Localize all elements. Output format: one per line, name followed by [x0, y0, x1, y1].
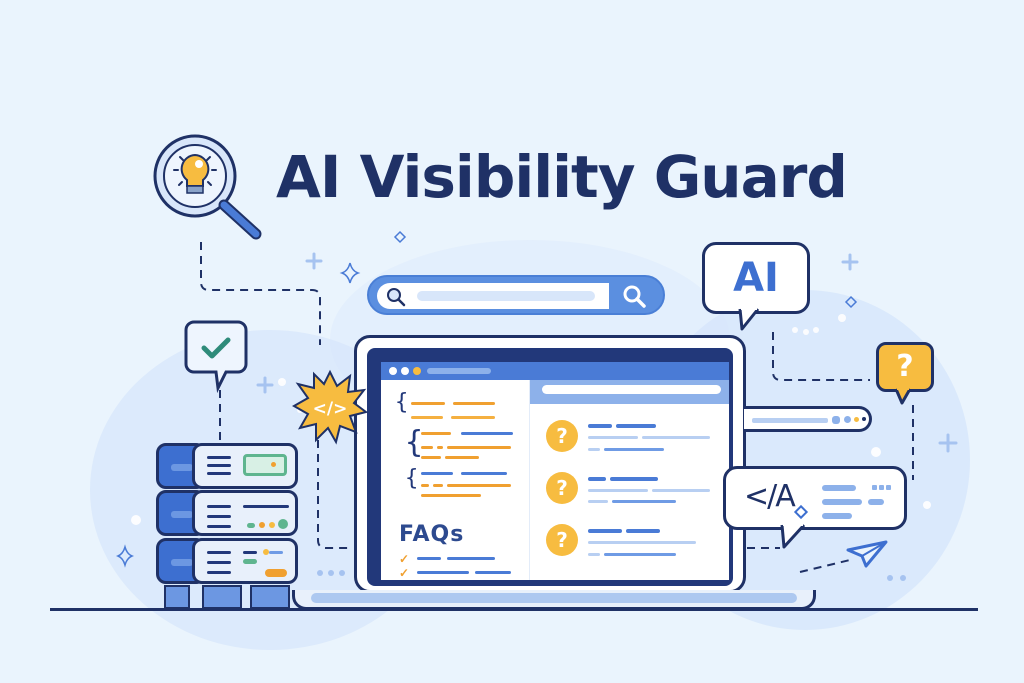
question-icon: ?	[546, 472, 578, 504]
brace-3: {	[405, 466, 419, 491]
search-bar[interactable]	[367, 275, 665, 315]
question-bubble: ?	[876, 342, 934, 392]
server-unit-3	[156, 538, 298, 584]
faq-panel-header	[530, 380, 729, 404]
faq-panel: ? ? ?	[529, 380, 729, 580]
window-titlebar	[381, 362, 729, 380]
server-unit-1	[156, 443, 298, 489]
ai-bubble-tail	[738, 306, 760, 331]
question-bubble-tail	[894, 386, 912, 405]
search-input[interactable]	[377, 283, 609, 309]
question-icon: ?	[546, 420, 578, 452]
code-bubble-tail	[780, 522, 806, 549]
laptop-screen: { { { FAQs ✓ ✓ ?	[367, 348, 733, 586]
search-submit-icon[interactable]	[621, 283, 647, 309]
question-icon: ?	[546, 524, 578, 556]
laptop: { { { FAQs ✓ ✓ ?	[354, 335, 746, 593]
window-dot-1[interactable]	[389, 367, 397, 375]
ai-speech-bubble: AI	[702, 242, 810, 314]
ground-line	[50, 608, 978, 611]
status-panel	[243, 454, 287, 476]
send-icon[interactable]	[846, 540, 888, 570]
check-icon	[201, 337, 231, 359]
code-speech-bubble: </A	[723, 466, 907, 530]
check-icon: ✓	[399, 566, 410, 580]
brace-2: {	[405, 425, 424, 460]
address-bar[interactable]	[427, 368, 491, 374]
ai-label: AI	[733, 255, 779, 301]
faq-title: FAQs	[399, 522, 465, 547]
window-dot-2[interactable]	[401, 367, 409, 375]
svg-text:</>: </>	[313, 399, 348, 419]
check-icon: ✓	[399, 552, 410, 566]
server-unit-2	[156, 490, 298, 536]
laptop-base	[292, 590, 816, 610]
brace-1: {	[395, 390, 409, 415]
window-dot-3[interactable]	[413, 367, 421, 375]
page-title: AI Visibility Guard	[276, 143, 848, 211]
check-bubble	[184, 320, 248, 394]
search-placeholder	[417, 291, 595, 301]
code-symbol: </A	[744, 479, 796, 514]
browser-window: { { { FAQs ✓ ✓ ?	[381, 362, 729, 580]
search-icon	[387, 288, 406, 307]
trackpad	[311, 593, 797, 603]
code-badge-starburst: </>	[291, 369, 369, 445]
diamond-icon	[793, 504, 809, 520]
magnifier-lightbulb-icon	[153, 134, 262, 240]
status-pill	[744, 406, 872, 432]
